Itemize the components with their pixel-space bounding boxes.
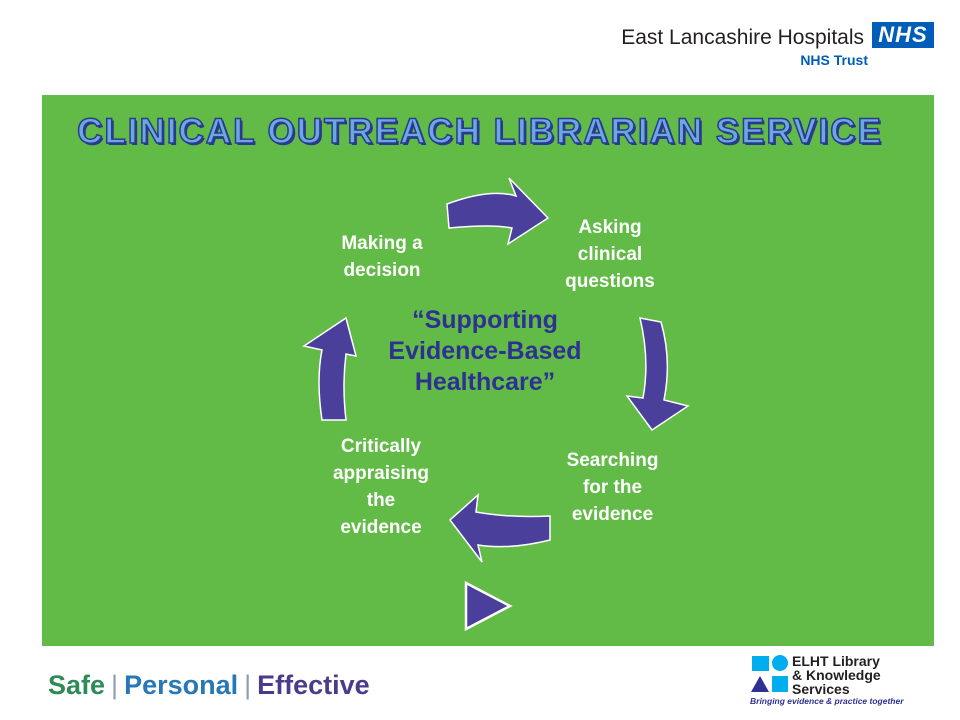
value-divider: | [111, 670, 119, 700]
cycle-step-label-line: clinical [577, 244, 643, 265]
cycle-step-label-line: Searching [566, 450, 659, 471]
center-slogan-line: Evidence-Based [388, 337, 582, 365]
library-name-line: ELHT Library [792, 653, 880, 669]
cycle-step-label-line: Critically [340, 436, 422, 457]
cycle-step-label-line: the [366, 490, 396, 511]
cycle-step-label-line: appraising [332, 463, 430, 484]
center-slogan-line: “Supporting [412, 306, 558, 334]
center-slogan: “Supporting Evidence-Based Healthcare” [360, 305, 610, 398]
library-name: ELHT Library & Knowledge Services [792, 654, 881, 696]
cycle-step-appraising: Critically appraising the evidence [310, 433, 452, 541]
cycle-step-label-line: Asking [578, 217, 642, 238]
play-icon[interactable] [464, 580, 513, 632]
center-slogan-line: Healthcare” [414, 368, 556, 396]
value-personal: Personal [124, 670, 239, 700]
cycle-step-label-line: evidence [340, 517, 422, 538]
nhs-logo-icon: NHS [872, 22, 934, 48]
library-name-line: Services [792, 681, 850, 697]
cycle-arrow-bottom [448, 493, 551, 563]
library-name-line: & Knowledge [792, 667, 881, 683]
value-effective: Effective [257, 670, 370, 700]
org-header: East Lancashire Hospitals NHS NHS Trust [604, 20, 934, 70]
cycle-step-label-line: decision [343, 260, 421, 281]
org-subtitle: NHS Trust [800, 52, 868, 68]
library-tagline: Bringing evidence & practice together [750, 696, 904, 706]
cycle-step-decision: Making a decision [312, 230, 452, 284]
cycle-step-label-line: for the [582, 477, 643, 498]
cycle-step-label-line: evidence [571, 504, 654, 525]
library-logo-icon [751, 655, 788, 692]
cycle-step-searching: Searching for the evidence [540, 447, 685, 528]
cycle-arrow-left [302, 316, 358, 421]
trust-values: Safe|Personal|Effective [48, 670, 370, 701]
cycle-step-label-line: Making a [341, 233, 423, 254]
cycle-step-label-line: questions [565, 271, 655, 292]
cycle-arrow-right [625, 317, 690, 432]
content-panel [42, 95, 934, 646]
value-divider: | [244, 670, 252, 700]
org-name: East Lancashire Hospitals [621, 26, 864, 49]
slide-title: CLINICAL OUTREACH LIBRARIAN SERVICE [76, 111, 883, 152]
value-safe: Safe [48, 670, 106, 700]
cycle-step-asking: Asking clinical questions [540, 214, 680, 295]
cycle-arrow-top [446, 177, 550, 246]
library-logo: ELHT Library & Knowledge Services Bringi… [748, 652, 938, 712]
